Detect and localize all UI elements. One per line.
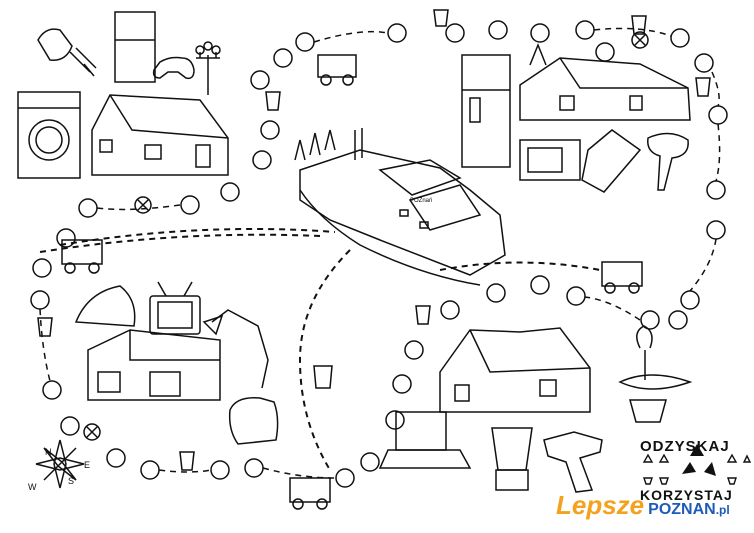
brand-top-text: ODZYSKAJ bbox=[640, 438, 730, 455]
brand-bottom-text: KORZYSTAJ bbox=[640, 487, 733, 503]
factory-drawing bbox=[294, 128, 506, 286]
drill-drawing bbox=[543, 431, 603, 493]
desk-lamp-drawing bbox=[202, 309, 269, 389]
compass-n: N bbox=[45, 447, 52, 457]
garbage-truck-4 bbox=[601, 261, 643, 294]
compass-rose bbox=[35, 439, 85, 489]
trash-bins bbox=[37, 9, 711, 471]
recycle-icons bbox=[642, 453, 752, 485]
iron-drawing bbox=[74, 285, 136, 327]
modern-house-drawing bbox=[87, 329, 221, 401]
compass-e: E bbox=[84, 460, 90, 470]
garbage-truck-1 bbox=[317, 54, 357, 86]
factory-sign: POZnań bbox=[410, 198, 432, 204]
watermark-poznan: POZNAN bbox=[648, 501, 716, 518]
garbage-truck-3 bbox=[289, 477, 331, 510]
route-crossed-circles bbox=[83, 31, 649, 441]
washing-machine-drawing bbox=[17, 91, 81, 179]
route-dashes bbox=[39, 27, 721, 479]
toaster-drawing bbox=[228, 397, 279, 445]
tv-drawing bbox=[149, 281, 201, 335]
brand-logo: ODZYSKAJ KORZYSTAJ bbox=[640, 438, 750, 503]
fridge-drawing-left bbox=[114, 11, 156, 83]
phone-drawing bbox=[581, 129, 642, 193]
house-right-drawing bbox=[519, 42, 691, 121]
compass-s: S bbox=[68, 476, 74, 486]
laptop-drawing bbox=[378, 411, 472, 469]
microwave-drawing bbox=[519, 139, 581, 181]
recycle-symbol-icon bbox=[682, 444, 716, 476]
hair-dryer-drawing bbox=[647, 132, 689, 191]
street-lamp-drawing bbox=[195, 41, 221, 95]
compass-w: W bbox=[28, 482, 37, 492]
fountain-drawing bbox=[618, 325, 693, 423]
house-left-drawing bbox=[91, 94, 229, 176]
fridge-drawing-right bbox=[461, 54, 511, 168]
mixer-drawing bbox=[37, 28, 97, 77]
blender-drawing bbox=[491, 427, 533, 491]
watermark-domain: .pl bbox=[715, 503, 730, 517]
route-circles bbox=[30, 20, 728, 488]
watermark-lepsze: Lepsze bbox=[556, 490, 645, 520]
house-bottom-drawing bbox=[439, 327, 591, 413]
garbage-truck-2 bbox=[61, 239, 103, 274]
gamepad-drawing bbox=[152, 56, 195, 80]
